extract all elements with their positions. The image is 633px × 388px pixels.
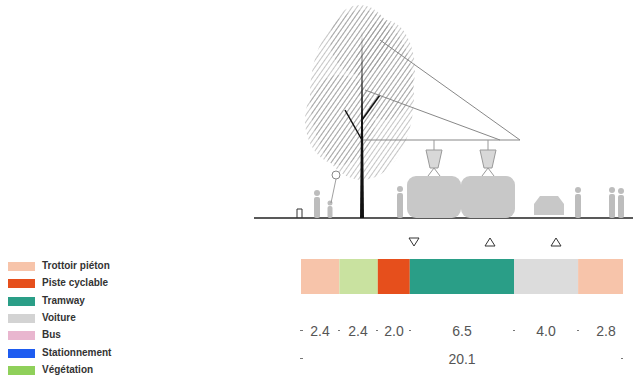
dimension-label: 2.4 xyxy=(348,323,367,339)
legend-swatch xyxy=(8,279,35,288)
legend-swatch xyxy=(8,262,35,271)
dimension-label: 20.1 xyxy=(448,351,475,367)
legend-text: Trottoir piéton xyxy=(42,260,110,272)
dimension-label: 4.0 xyxy=(536,323,555,339)
legend-swatch xyxy=(8,297,35,306)
legend-text: Voiture xyxy=(42,312,76,324)
legend-swatch xyxy=(8,314,35,323)
dimension-label: 2.0 xyxy=(384,323,403,339)
legend-text: Tramway xyxy=(42,295,85,307)
dimension-label: 2.4 xyxy=(310,323,329,339)
legend-text: Bus xyxy=(42,329,61,341)
legend-swatch xyxy=(8,366,35,375)
dimension-label: 2.8 xyxy=(596,323,615,339)
legend-text: Végétation xyxy=(42,364,93,376)
legend-text: Stationnement xyxy=(42,347,111,359)
legend-text: Piste cyclable xyxy=(42,277,108,289)
dimension-label: 6.5 xyxy=(452,323,471,339)
legend-swatch xyxy=(8,331,35,340)
legend-swatch xyxy=(8,349,35,358)
